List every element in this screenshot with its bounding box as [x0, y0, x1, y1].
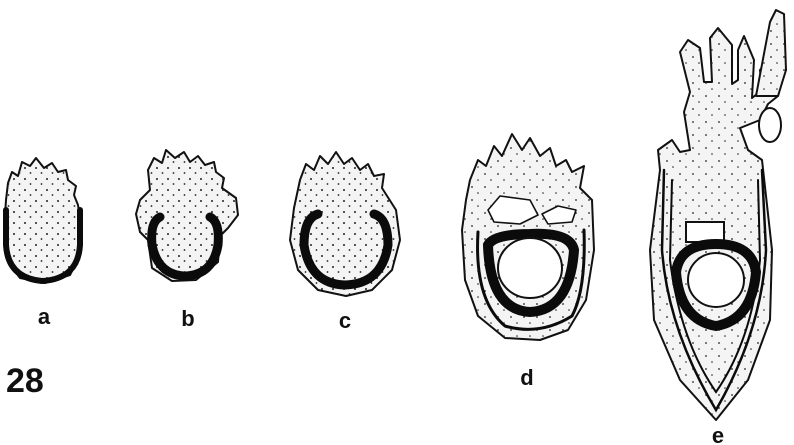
stage-label-c: c	[339, 308, 351, 333]
stage-c-drawing	[290, 152, 400, 296]
stage-label-e: e	[712, 423, 724, 445]
stage-d-drawing	[462, 134, 594, 340]
stage-a-drawing	[4, 158, 82, 283]
stage-e-drawing	[650, 10, 786, 420]
stage-b-drawing	[136, 150, 238, 281]
figure-number: 28	[6, 362, 44, 400]
stage-label-d: d	[520, 365, 533, 390]
stage-label-a: a	[38, 304, 51, 329]
stage-label-b: b	[181, 306, 194, 331]
